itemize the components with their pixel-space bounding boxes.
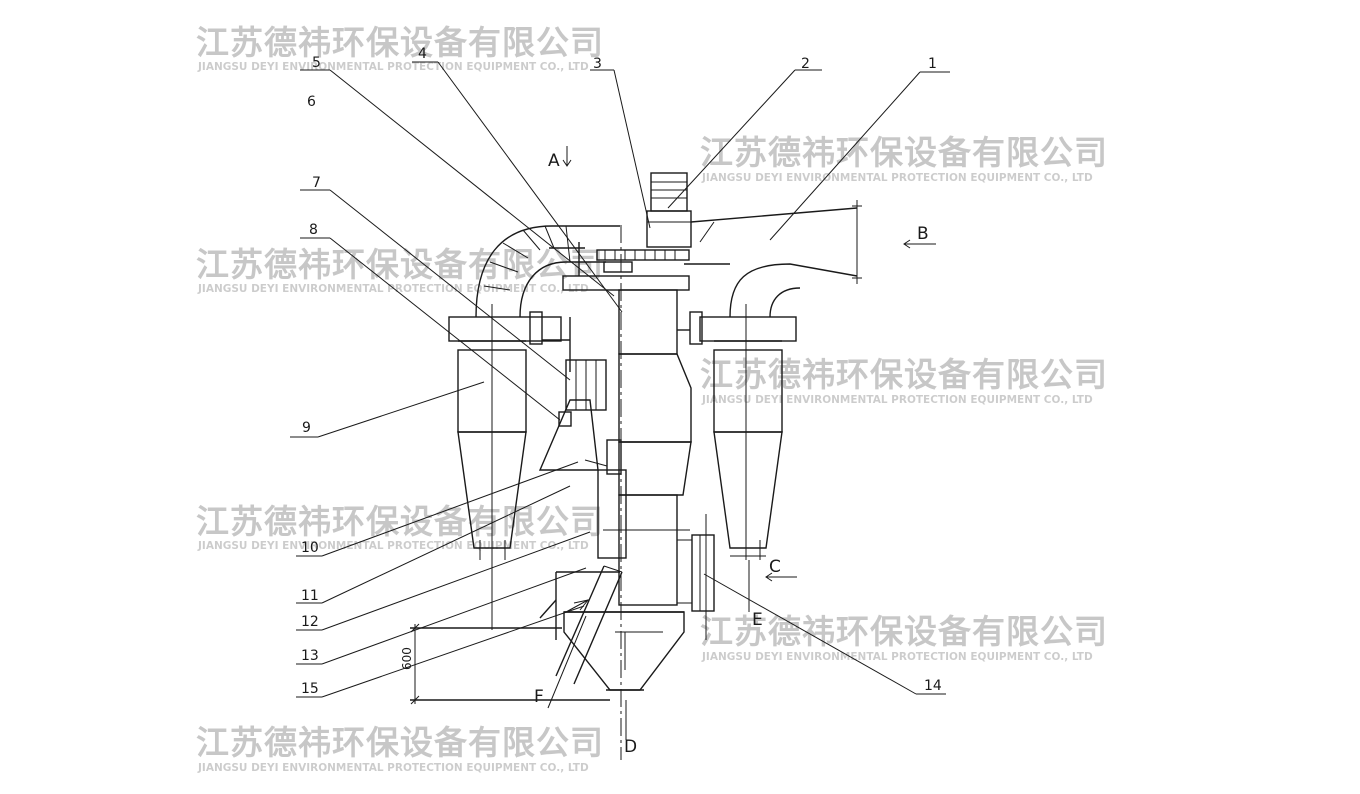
watermark-en-3: JIANGSU DEYI ENVIRONMENTAL PROTECTION EQ…: [198, 283, 589, 295]
part-number-8: 8: [309, 222, 318, 238]
inlet-chute: [539, 565, 623, 685]
part-number-10: 10: [301, 540, 319, 556]
part-number-1: 1: [928, 56, 937, 72]
part-number-15: 15: [301, 681, 319, 697]
part-number-11: 11: [301, 588, 319, 604]
watermark-cn-1: 江苏德祎环保设备有限公司: [196, 23, 604, 62]
svg-text:B: B: [917, 224, 929, 244]
view-f-marker: F: [534, 599, 590, 709]
watermark-en-6: JIANGSU DEYI ENVIRONMENTAL PROTECTION EQ…: [702, 651, 1093, 663]
watermark-en-1: JIANGSU DEYI ENVIRONMENTAL PROTECTION EQ…: [198, 61, 589, 73]
svg-text:C: C: [769, 557, 781, 577]
right-cyclone: [677, 304, 797, 560]
watermark-cn-3: 江苏德祎环保设备有限公司: [196, 245, 604, 284]
part-number-3: 3: [593, 56, 602, 72]
part-number-2: 2: [801, 56, 810, 72]
side-outlet: [677, 514, 715, 640]
right-duct: [684, 200, 862, 318]
view-e-label: E: [752, 610, 763, 630]
watermark-cn-4: 江苏德祎环保设备有限公司: [700, 355, 1108, 394]
base-line: [410, 623, 610, 705]
view-c-marker: C: [765, 557, 797, 582]
dimension-height: 600: [400, 647, 414, 670]
leader-lines: [290, 61, 950, 698]
watermark-en-2: JIANGSU DEYI ENVIRONMENTAL PROTECTION EQ…: [702, 172, 1093, 184]
drive-belt: [596, 249, 690, 273]
watermark-en-5: JIANGSU DEYI ENVIRONMENTAL PROTECTION EQ…: [198, 540, 589, 552]
view-b-marker: B: [903, 224, 936, 249]
watermark-cn-6: 江苏德祎环保设备有限公司: [700, 612, 1108, 651]
part-number-13: 13: [301, 648, 319, 664]
svg-text:A: A: [548, 151, 560, 171]
view-a-marker: A: [548, 146, 572, 171]
left-cyclone: [448, 304, 562, 630]
motor: [646, 172, 692, 248]
part-number-9: 9: [302, 420, 311, 436]
watermark-cn-5: 江苏德祎环保设备有限公司: [196, 502, 604, 541]
main-column: [597, 289, 692, 606]
part-number-12: 12: [301, 614, 319, 630]
svg-text:F: F: [534, 687, 544, 707]
left-duct: [475, 225, 620, 318]
guide-vanes: [558, 359, 622, 475]
watermark-en-4: JIANGSU DEYI ENVIRONMENTAL PROTECTION EQ…: [702, 394, 1093, 406]
part-number-6: 6: [307, 94, 316, 110]
watermark-cn-2: 江苏德祎环保设备有限公司: [700, 133, 1108, 172]
left-support: [538, 317, 599, 471]
watermark-cn-7: 江苏德祎环保设备有限公司: [196, 723, 604, 762]
part-number-7: 7: [312, 175, 321, 191]
top-platform: [549, 242, 690, 291]
view-d-label: D: [624, 737, 637, 757]
part-number-4: 4: [418, 46, 427, 62]
part-number-5: 5: [312, 55, 321, 71]
part-number-14: 14: [924, 678, 942, 694]
watermark-en-7: JIANGSU DEYI ENVIRONMENTAL PROTECTION EQ…: [198, 762, 589, 774]
